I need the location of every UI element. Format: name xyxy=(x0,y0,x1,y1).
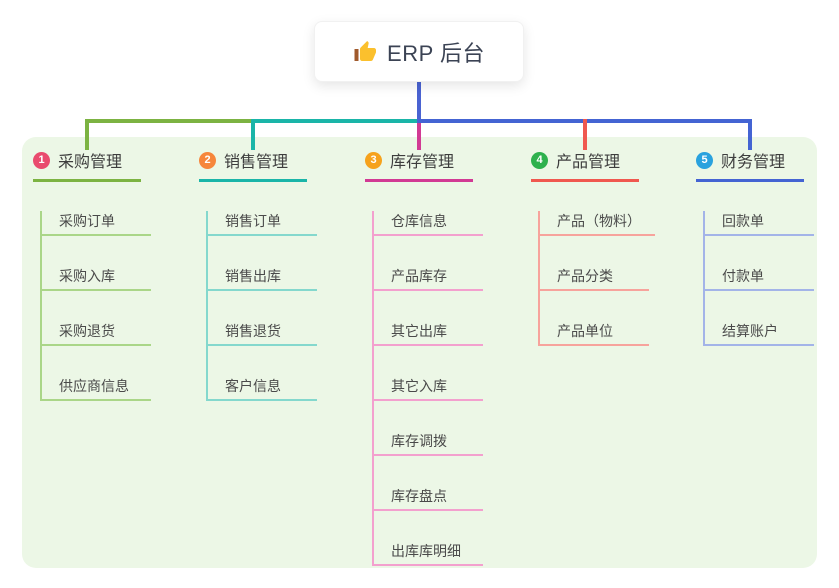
sub-node-product-1[interactable]: 产品分类 xyxy=(540,266,649,291)
sub-node-inventory-6[interactable]: 出库库明细 xyxy=(374,541,483,566)
branch-number-badge: 5 xyxy=(696,151,713,169)
root-title: ERP 后台 xyxy=(387,40,485,66)
branch-sales: 2 销售管理销售订单销售出库销售退货客户信息 xyxy=(199,148,349,401)
connector-drop-product xyxy=(583,119,587,150)
thumbs-up-icon xyxy=(353,40,377,64)
branch-product: 4 产品管理产品（物料） 产品分类产品单位 xyxy=(531,148,681,346)
branch-label: 采购管理 xyxy=(58,154,123,171)
sub-node-product-2[interactable]: 产品单位 xyxy=(540,321,649,346)
branch-number-badge: 1 xyxy=(33,151,50,169)
branches-panel xyxy=(22,137,817,568)
connector-root-stem xyxy=(417,82,421,123)
sub-node-inventory-1[interactable]: 产品库存 xyxy=(374,266,483,291)
branch-children: 仓库信息产品库存其它出库其它入库库存调拨库存盘点出库库明细 xyxy=(372,211,515,566)
root-node[interactable]: ERP 后台 xyxy=(314,21,524,82)
sub-node-finance-1[interactable]: 付款单 xyxy=(705,266,814,291)
sub-node-purchase-3[interactable]: 供应商信息 xyxy=(42,376,151,401)
sub-node-inventory-0[interactable]: 仓库信息 xyxy=(374,211,483,236)
connector-bus-teal xyxy=(251,119,417,123)
sub-node-product-0[interactable]: 产品（物料） xyxy=(540,211,655,236)
sub-node-sales-2[interactable]: 销售退货 xyxy=(208,321,317,346)
branch-node-purchase[interactable]: 1 采购管理 xyxy=(33,148,141,182)
sub-node-purchase-1[interactable]: 采购入库 xyxy=(42,266,151,291)
branch-number-badge: 2 xyxy=(199,151,216,169)
branch-finance: 5 财务管理回款单付款单结算账户 xyxy=(696,148,839,346)
branch-number-badge: 4 xyxy=(531,151,548,169)
branch-node-inventory[interactable]: 3 库存管理 xyxy=(365,148,473,182)
connector-bus-green xyxy=(85,119,253,123)
sub-node-sales-3[interactable]: 客户信息 xyxy=(208,376,317,401)
branch-children: 回款单付款单结算账户 xyxy=(703,211,839,346)
branch-label: 产品管理 xyxy=(556,154,621,171)
sub-node-sales-1[interactable]: 销售出库 xyxy=(208,266,317,291)
connector-drop-purchase xyxy=(85,119,89,150)
sub-node-purchase-0[interactable]: 采购订单 xyxy=(42,211,151,236)
sub-node-inventory-4[interactable]: 库存调拨 xyxy=(374,431,483,456)
branch-node-product[interactable]: 4 产品管理 xyxy=(531,148,639,182)
sub-node-purchase-2[interactable]: 采购退货 xyxy=(42,321,151,346)
sub-node-inventory-3[interactable]: 其它入库 xyxy=(374,376,483,401)
branch-children: 销售订单销售出库销售退货客户信息 xyxy=(206,211,349,401)
sub-node-finance-0[interactable]: 回款单 xyxy=(705,211,814,236)
sub-node-sales-0[interactable]: 销售订单 xyxy=(208,211,317,236)
branch-purchase: 1 采购管理采购订单采购入库采购退货供应商信息 xyxy=(33,148,183,401)
branch-label: 库存管理 xyxy=(390,154,455,171)
branch-node-sales[interactable]: 2 销售管理 xyxy=(199,148,307,182)
branch-number-badge: 3 xyxy=(365,151,382,169)
branch-children: 采购订单采购入库采购退货供应商信息 xyxy=(40,211,183,401)
sub-node-inventory-2[interactable]: 其它出库 xyxy=(374,321,483,346)
branch-label: 财务管理 xyxy=(721,154,786,171)
connector-drop-finance xyxy=(748,119,752,150)
branch-node-finance[interactable]: 5 财务管理 xyxy=(696,148,804,182)
branch-label: 销售管理 xyxy=(224,154,289,171)
connector-drop-inventory xyxy=(417,123,421,150)
branch-inventory: 3 库存管理仓库信息产品库存其它出库其它入库库存调拨库存盘点出库库明细 xyxy=(365,148,515,566)
sub-node-finance-2[interactable]: 结算账户 xyxy=(705,321,814,346)
connector-drop-sales xyxy=(251,119,255,150)
sub-node-inventory-5[interactable]: 库存盘点 xyxy=(374,486,483,511)
branch-children: 产品（物料） 产品分类产品单位 xyxy=(538,211,681,346)
